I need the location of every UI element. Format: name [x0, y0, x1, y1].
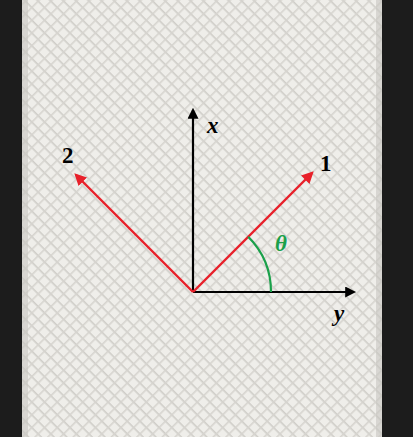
- axis-1: [193, 173, 312, 292]
- angle-arc: [248, 237, 271, 292]
- y-axis: [193, 291, 354, 293]
- angle-label: θ: [275, 232, 287, 255]
- x-axis: [192, 110, 194, 292]
- axis-label: 2: [62, 144, 74, 167]
- axis-label: y: [334, 302, 344, 325]
- axis-label: x: [207, 114, 219, 137]
- lattice-specimen: [22, 0, 382, 437]
- axis-label: 1: [320, 152, 332, 175]
- axis-2: [76, 175, 193, 292]
